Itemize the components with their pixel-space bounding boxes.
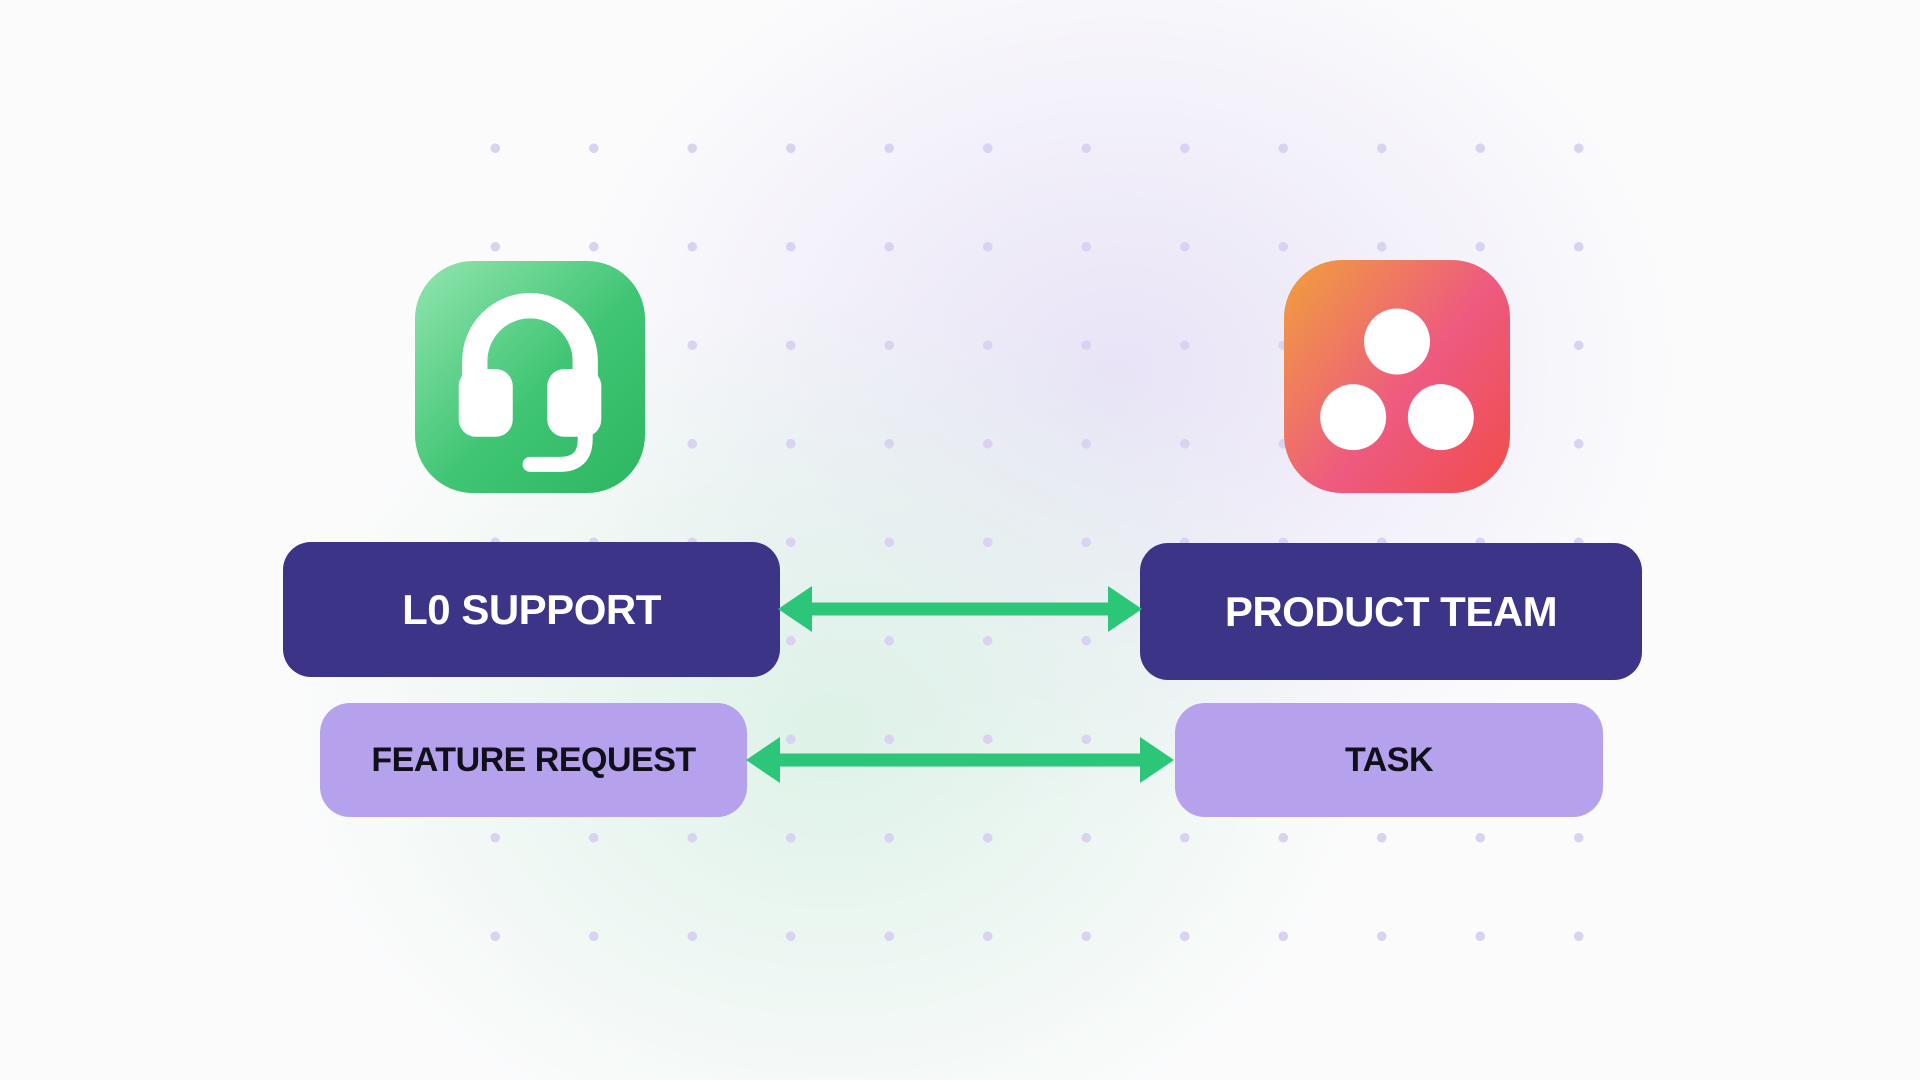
asana-app-icon [1284,260,1510,493]
node-product-team: PRODUCT TEAM [1140,543,1642,680]
node-product-team-label: PRODUCT TEAM [1224,587,1558,635]
headset-icon [458,293,602,472]
node-l0-support: L0 SUPPORT [283,542,780,677]
node-task-label: TASK [1344,740,1434,779]
node-task: TASK [1175,703,1603,817]
node-feature-request-label: FEATURE REQUEST [371,740,696,779]
asana-icon [1320,308,1474,451]
support-app-icon [415,261,645,493]
arrow-feature-request-task [746,737,1174,783]
node-feature-request: FEATURE REQUEST [320,703,747,817]
arrow-l0-support-product-team [778,586,1142,632]
node-l0-support-label: L0 SUPPORT [402,585,661,633]
